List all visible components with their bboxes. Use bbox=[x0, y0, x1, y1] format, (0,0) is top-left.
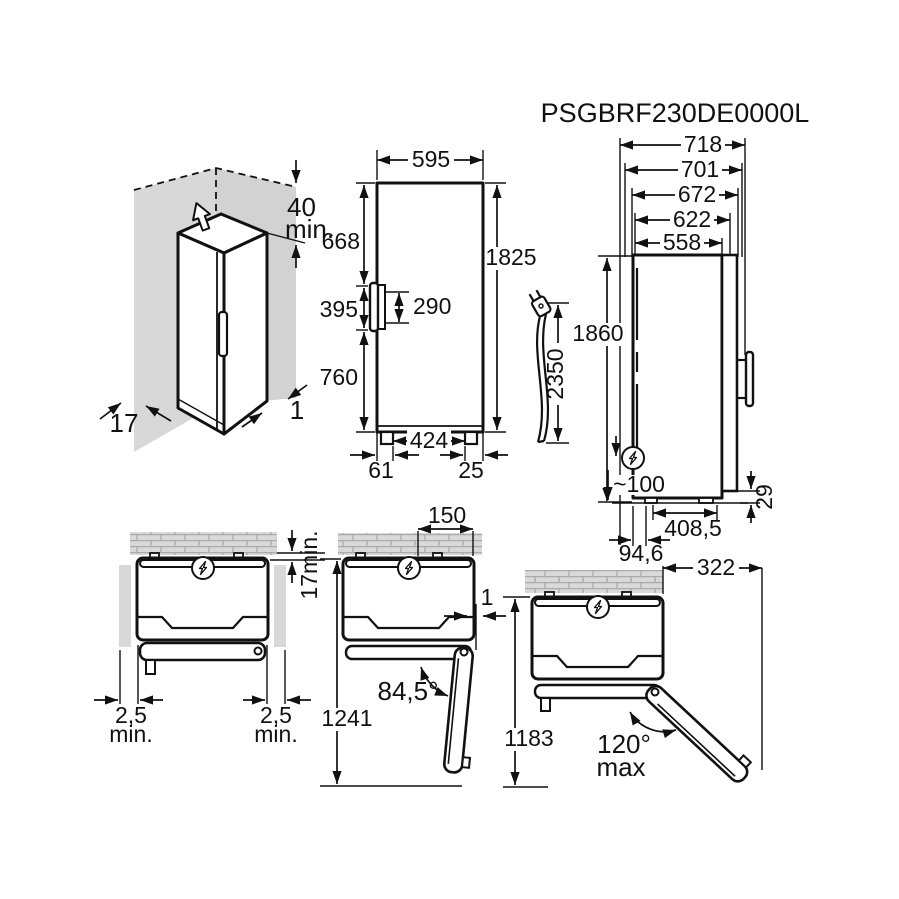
side-panel-right bbox=[274, 565, 286, 647]
foot-left bbox=[379, 430, 395, 446]
dim-top-clearance: 40 bbox=[287, 192, 316, 222]
dim-cord-length: 2350 bbox=[542, 348, 568, 399]
dim-door-angle-unit: max bbox=[596, 752, 645, 782]
fridge-side-face bbox=[222, 231, 269, 436]
dim-foot-right: 25 bbox=[458, 457, 484, 483]
power-connection-icon bbox=[191, 556, 215, 580]
swing-arc bbox=[629, 711, 677, 739]
dim-foot-left: 61 bbox=[368, 457, 394, 483]
figure-top-view-84-door: 150 1 84,5° 1241 bbox=[320, 502, 506, 787]
dim-feet-span: 424 bbox=[410, 427, 449, 453]
dim-depth-622: 622 bbox=[673, 206, 711, 232]
figure-side-view: 718 701 672 622 558 1860 ~100 bbox=[572, 131, 777, 566]
dim-side-height: 1860 bbox=[572, 320, 623, 346]
foot-right bbox=[463, 430, 479, 446]
dim-left-gap: 17 bbox=[110, 408, 139, 438]
dim-depth-701: 701 bbox=[681, 156, 719, 182]
door-closed bbox=[138, 641, 267, 662]
power-connection-icon bbox=[397, 556, 421, 580]
dim-depth-672: 672 bbox=[678, 181, 716, 207]
dim-right-gap: 2,5 bbox=[260, 702, 292, 728]
dim-door-angle: 120° bbox=[597, 729, 651, 759]
dim-plug-height: ~100 bbox=[613, 471, 665, 497]
dim-back-gap: 17min. bbox=[296, 530, 322, 599]
dim-depth-558: 558 bbox=[663, 229, 701, 255]
fridge-door-face bbox=[176, 231, 226, 436]
dim-seg-handle: 395 bbox=[320, 296, 358, 322]
dim-depth-718: 718 bbox=[684, 131, 722, 157]
ext-fridge-top bbox=[266, 232, 306, 244]
dim-door-angle: 84,5° bbox=[377, 676, 438, 706]
dim-handle-cutout: 290 bbox=[413, 293, 451, 319]
dim-feet-distance: 408,5 bbox=[664, 515, 722, 541]
arrow-left-gap-a bbox=[99, 402, 122, 420]
power-connection-icon bbox=[586, 595, 610, 619]
dim-depth-open: 1183 bbox=[504, 725, 553, 751]
cord-line-a bbox=[536, 315, 544, 443]
arrow-right-gap-a bbox=[287, 384, 308, 400]
dim-depth-open: 1241 bbox=[321, 705, 372, 731]
figure-front-view: 595 290 668 395 760 1825 424 bbox=[320, 146, 537, 483]
dim-front-height: 1825 bbox=[485, 244, 536, 270]
dim-left-gap: 2,5 bbox=[115, 702, 147, 728]
wall bbox=[130, 532, 277, 555]
door-handle bbox=[217, 310, 229, 358]
door-open-84 bbox=[442, 646, 475, 774]
figure-top-view-closed: 2,5 min. 2,5 min. 17min. bbox=[94, 530, 325, 747]
base-plinth bbox=[344, 644, 473, 661]
dim-right-gap: 1 bbox=[290, 395, 304, 425]
door-handle bbox=[368, 281, 380, 333]
wall bbox=[338, 533, 482, 555]
figure-top-view-120-door: 322 120° max 1183 bbox=[503, 554, 763, 788]
side-panel-left bbox=[119, 565, 131, 647]
dim-left-gap-unit: min. bbox=[109, 721, 152, 747]
base-plinth bbox=[533, 683, 662, 700]
dim-seg-bottom: 760 bbox=[320, 364, 358, 390]
dim-right-gap-unit: min. bbox=[254, 721, 297, 747]
model-number: PSGBRF230DE0000L bbox=[541, 98, 810, 128]
door-handle bbox=[737, 754, 753, 769]
dim-door-gap: 1 bbox=[481, 584, 494, 610]
door-slab bbox=[720, 253, 739, 493]
door-handle bbox=[744, 350, 755, 408]
hinge bbox=[459, 647, 469, 657]
levelling-arrow-icon bbox=[192, 202, 211, 232]
hinge bbox=[650, 687, 660, 697]
dim-side-clearance: 322 bbox=[697, 554, 735, 580]
dim-base-clearance: 29 bbox=[751, 484, 777, 510]
fridge-side-body bbox=[631, 253, 724, 500]
hinge bbox=[253, 646, 263, 656]
wall bbox=[525, 570, 663, 593]
dim-seg-top: 668 bbox=[322, 228, 360, 254]
dim-top-clearance-unit: min. bbox=[285, 214, 334, 244]
dim-front-width: 595 bbox=[412, 146, 450, 172]
dim-back-offset: 94,6 bbox=[619, 540, 664, 566]
door-handle bbox=[460, 756, 472, 769]
power-connection-icon bbox=[621, 446, 645, 470]
plinth-line bbox=[177, 398, 225, 426]
swing-arc bbox=[420, 666, 449, 697]
figure-iso-view: 40 min. 17 1 bbox=[99, 160, 334, 452]
arrow-right-gap-b bbox=[241, 412, 263, 428]
figure-power-cord: 2350 bbox=[528, 289, 569, 444]
cord-line-b bbox=[542, 313, 550, 442]
arrow-left-gap-b bbox=[145, 405, 172, 422]
dim-wall-distance: 150 bbox=[428, 502, 466, 528]
